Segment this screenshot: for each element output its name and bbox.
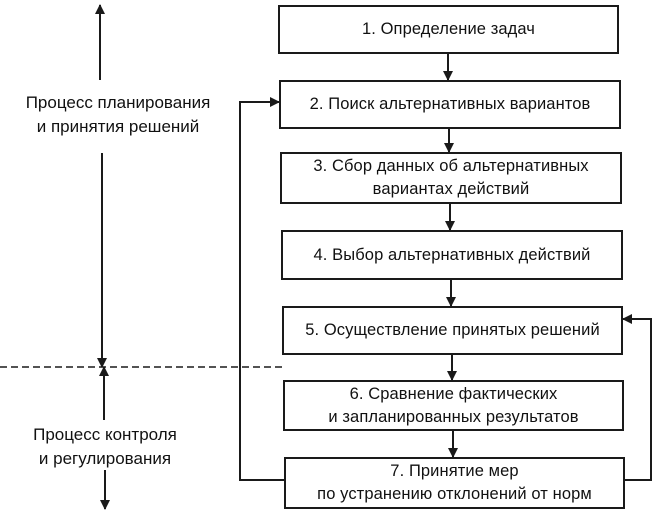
step-7-text-line1: 7. Принятие мер (390, 462, 519, 480)
control-phase-label: Процесс контроля и регулирования (0, 423, 210, 471)
feedback-loop-step7-to-step5 (622, 314, 652, 481)
step-5-text: 5. Осуществление принятых решений (305, 321, 600, 339)
step-4-box: 4. Выбор альтернативных действий (281, 230, 623, 280)
step-3-text-line2: вариантах действий (372, 180, 530, 198)
step-4-text: 4. Выбор альтернативных действий (313, 245, 591, 264)
control-phase-line2: и регулирования (38, 449, 172, 468)
feedback-loop-step7-to-step2 (239, 97, 284, 481)
step-7-box: 7. Принятие мер по устранению отклонений… (284, 457, 625, 509)
step-1-box: 1. Определение задач (278, 5, 619, 54)
control-phase-line1: Процесс контроля (33, 425, 177, 444)
step-6-text-line1: 6. Сравнение фактических (349, 384, 558, 403)
planning-phase-label: Процесс планирования и принятия решений (0, 91, 236, 139)
step-6-box: 6. Сравнение фактических и запланированн… (283, 380, 624, 431)
planning-phase-line2: и принятия решений (36, 117, 200, 136)
step-5-box: 5. Осуществление принятых решений (282, 306, 623, 355)
step-1-text: 1. Определение задач (361, 20, 536, 38)
step-3-box: 3. Сбор данных об альтернативных вариант… (280, 152, 622, 204)
planning-phase-line1: Процесс планирования (25, 93, 211, 112)
step-7-text-line2: по устранению отклонений от норм (317, 485, 592, 503)
step-2-text: 2. Поиск альтернативных вариантов (309, 95, 591, 113)
step-2-box: 2. Поиск альтернативных вариантов (279, 80, 621, 129)
step-6-text-line2: и запланированных результатов (328, 407, 579, 426)
step-3-text-line1: 3. Сбор данных об альтернативных (313, 157, 589, 175)
